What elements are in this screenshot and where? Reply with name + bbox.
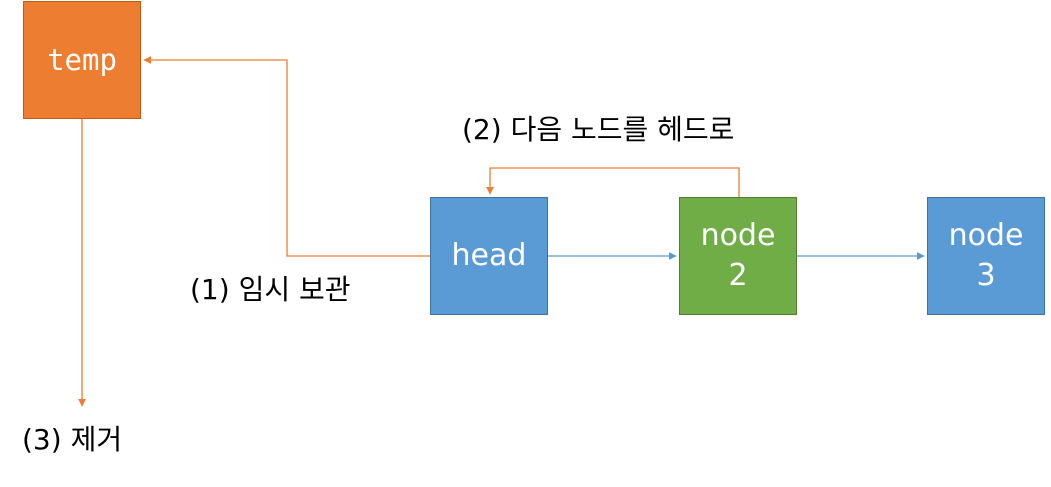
node-2-label-line1: node — [700, 218, 776, 253]
temp-node: temp — [23, 1, 141, 119]
node-3-label-line1: node — [948, 218, 1024, 253]
node-2-label-line2: 2 — [728, 258, 748, 293]
node-3: node 3 — [927, 197, 1045, 315]
node-3-label-line2: 3 — [976, 258, 996, 293]
node-2: node 2 — [679, 197, 797, 315]
connector-head-to-temp — [143, 56, 430, 257]
head-node-label: head — [451, 238, 527, 273]
step-2-label: (2) 다음 노드를 헤드로 — [462, 113, 735, 146]
temp-node-label: temp — [47, 43, 117, 77]
step-3-label: (3) 제거 — [22, 423, 123, 456]
head-node: head — [430, 197, 548, 315]
step-1-label: (1) 임시 보관 — [190, 273, 351, 306]
connector-node2-to-head — [486, 167, 740, 197]
